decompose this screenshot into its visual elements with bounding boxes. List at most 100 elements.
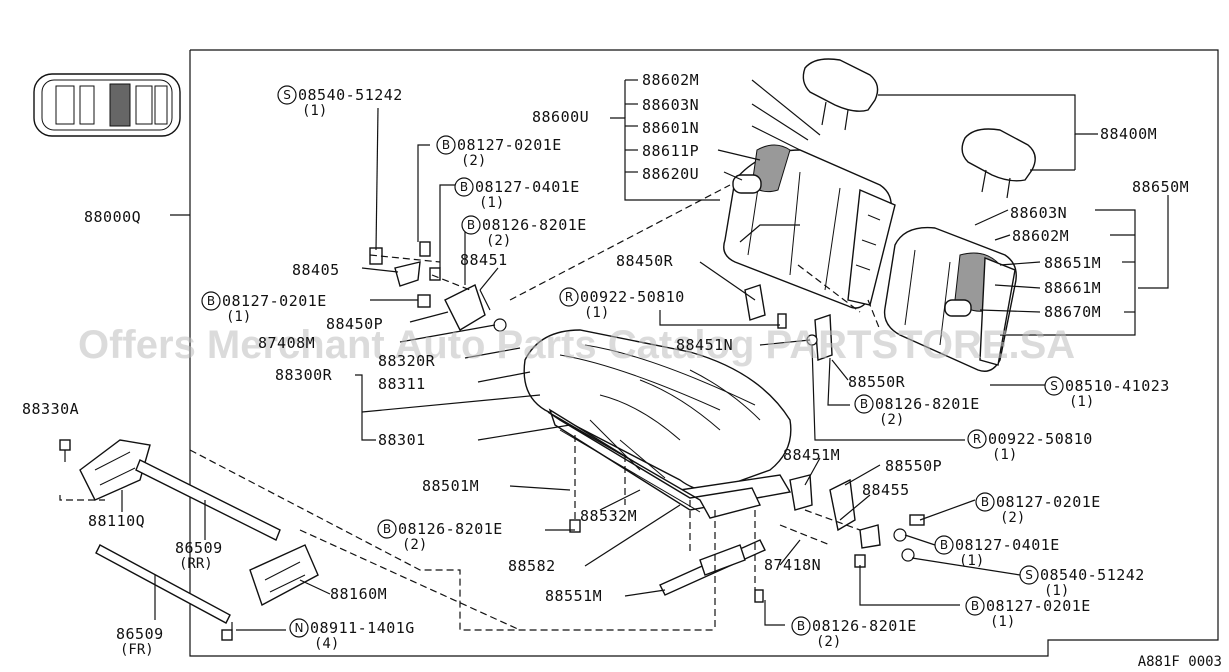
part-label: 88320R [378,352,436,370]
part-label: 88602M [642,71,699,89]
part-qty: (4) [314,636,339,652]
part-prefix: S [1025,568,1033,582]
part-number: 88650M [1132,178,1189,196]
part-number: 08127-0201E [457,136,562,154]
part-qty: (RR) [179,556,213,572]
part-label: 88330A [22,400,79,418]
part-label: 88501M [422,477,479,495]
part-prefix-circle [277,85,297,105]
part-label: 88603N [642,96,699,114]
part-prefix: B [460,180,468,194]
part-prefix: B [383,522,391,536]
part-label: 88455 [862,481,910,499]
part-number: 08510-41023 [1065,377,1170,395]
part-number: 88455 [862,481,910,499]
part-label: 88301 [378,431,425,449]
part-label: 87408M [258,334,315,352]
part-number: 88160M [330,585,387,603]
part-number: 08126-8201E [812,617,917,635]
part-qty: (2) [402,537,427,553]
part-prefix-circle [1019,565,1039,585]
part-qty: (1) [959,553,984,569]
part-label: 88611P [642,142,699,160]
part-number: 08911-1401G [310,619,415,637]
part-number: 88661M [1044,279,1101,297]
part-number: 87418N [764,556,821,574]
part-label: 87418N [764,556,821,574]
part-label: 88582 [508,557,555,575]
part-qty: (2) [486,233,511,249]
part-prefix-circle [967,429,987,449]
part-prefix-circle [854,394,874,414]
frame-outline [189,49,1219,657]
part-label: 86509(RR) [175,539,223,572]
part-number: 08127-0201E [222,292,327,310]
part-qty: (1) [479,195,504,211]
part-prefix-circle [1044,376,1064,396]
part-number: 88000Q [84,208,141,226]
part-prefix: B [207,294,215,308]
part-label: 88670M [1044,303,1101,321]
part-number: 00922-50810 [580,288,685,306]
part-number: 88110Q [88,512,145,530]
seat-frame-shape [547,411,761,519]
part-number: 08126-8201E [482,216,587,234]
part-number: 88451M [783,446,840,464]
part-qty: (1) [1044,583,1069,599]
part-label: 86509(FR) [116,625,163,658]
part-label: 88603N [1010,204,1067,222]
part-number: 88670M [1044,303,1101,321]
left-seatback-shape [723,144,896,309]
part-number: 88603N [1010,204,1067,222]
leg-88160M [221,544,319,641]
part-prefix: B [981,495,989,509]
part-prefix: B [860,397,868,411]
part-number: 88603N [642,96,699,114]
part-number: 88320R [378,352,436,370]
part-label: 88300R [275,366,332,384]
part-number: 88400M [1100,125,1157,143]
part-prefix: S [283,88,291,102]
part-qty: (1) [990,614,1015,630]
part-label: 88602M [1012,227,1069,245]
headrest-left-shape [802,58,879,131]
diagram-code: A881F 0003 [1138,654,1222,670]
part-number: 88451N [676,336,733,354]
part-prefix-circle [289,618,309,638]
hinge-bracket-right [744,284,925,568]
part-label: 88000Q [84,208,141,226]
part-label: 88160M [330,585,387,603]
part-prefix-circle [965,596,985,616]
part-prefix: S [1050,379,1058,393]
part-label: 88110Q [88,512,145,530]
part-label: 88450R [616,252,673,270]
rail-86509-fr [95,544,231,624]
hinge-bracket-left [369,241,507,332]
part-prefix-circle [791,616,811,636]
part-label: 88550P [885,457,942,475]
seat-cushion-shape [523,329,792,511]
part-prefix: R [973,432,981,446]
part-number: 88551M [545,587,602,605]
part-label: 88600U [532,108,589,126]
watermark-text: Offers Merchant Auto Parts Catalog PARTS… [78,323,1075,367]
part-prefix-circle [559,287,579,307]
vehicle-locator-icon [33,73,181,137]
part-number: 86509 [175,539,223,557]
part-label: 88620U [642,165,699,183]
part-label: 88451M [783,446,840,464]
part-number: 88532M [580,507,637,525]
part-prefix-circle [975,492,995,512]
headrest-right-shape [961,128,1036,199]
